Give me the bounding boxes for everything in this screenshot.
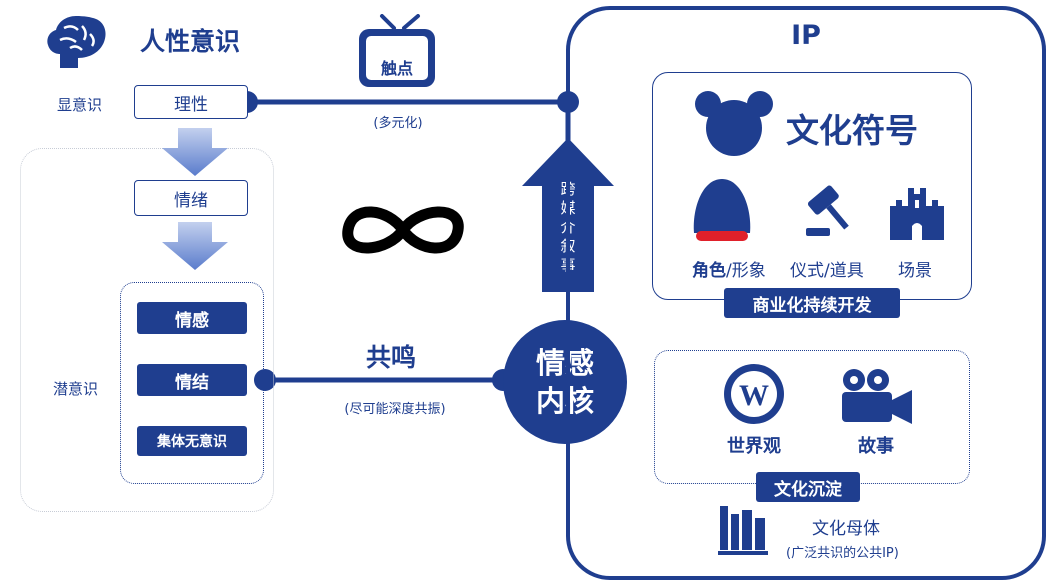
gavel-icon (806, 185, 849, 236)
infinity-icon (342, 206, 464, 254)
collective-unconscious-box: 集体无意识 (137, 426, 247, 456)
emotional-core: 情感 内核 (503, 320, 627, 444)
worldview-w-icon: W (724, 364, 784, 424)
down-arrow-2 (162, 222, 228, 270)
reason-box: 理性 (134, 85, 248, 119)
mouse-ears-icon (695, 91, 773, 156)
core-line-2: 内核 (535, 384, 594, 418)
touchpoint-caption: (多元化) (373, 116, 423, 131)
ip-frame (566, 6, 1046, 580)
resonance-caption: (尽可能深度共振) (344, 402, 446, 417)
affection-box: 情感 (137, 302, 247, 334)
title-human-consciousness: 人性意识 (140, 27, 241, 56)
ip-title: IP (791, 20, 821, 51)
movie-camera-icon (842, 369, 912, 424)
tv-icon (359, 14, 435, 87)
character-label-bold: 角色 (692, 261, 726, 281)
brain-icon (47, 16, 106, 68)
cultural-sediment-box (654, 350, 970, 484)
books-icon (718, 506, 768, 555)
worldview-label: 世界观 (727, 436, 781, 457)
character-label-rest: /形象 (726, 261, 766, 281)
subconscious-box (120, 282, 264, 484)
ritual-prop-label: 仪式/道具 (790, 261, 864, 281)
subconscious-label: 潜意识 (53, 380, 99, 398)
character-icon (693, 179, 751, 241)
cultural-symbol-title: 文化符号 (786, 111, 918, 150)
cultural-matrix-caption: (广泛共识的公共IP) (786, 546, 899, 561)
resonance-label: 共鸣 (365, 343, 416, 372)
complex-box: 情结 (137, 364, 247, 396)
touchpoint-label: 触点 (380, 59, 413, 78)
castle-icon (890, 188, 944, 240)
scene-label: 场景 (898, 261, 932, 281)
conscious-label: 显意识 (57, 96, 103, 114)
story-label: 故事 (858, 436, 894, 457)
emotion-box: 情绪 (134, 180, 248, 216)
resonance-left-dot (254, 369, 276, 391)
character-label: 角色/形象 (692, 256, 766, 281)
commercial-tag: 商业化持续开发 (724, 288, 900, 318)
cultural-matrix-title: 文化母体 (812, 519, 880, 539)
down-arrow-1 (162, 128, 228, 176)
cultural-sediment-tag: 文化沉淀 (756, 472, 860, 502)
svg-text:W: W (739, 379, 769, 412)
core-line-1: 情感 (535, 346, 594, 380)
subconscious-area (20, 148, 274, 512)
